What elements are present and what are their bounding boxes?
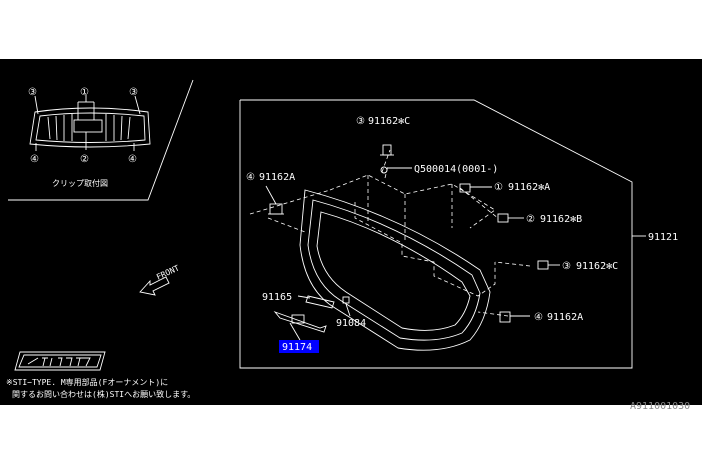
callout-2: ② xyxy=(526,214,535,225)
assembly-frame xyxy=(239,99,633,369)
part-91165: 91165 xyxy=(262,292,292,303)
footnote-line-2: 関するお問い合わせは(株)STIへお願い致します。 xyxy=(12,389,195,399)
part-91162B: 91162✻B xyxy=(540,214,582,225)
part-91162C-top: 91162✻C xyxy=(368,116,410,127)
nut-91084 xyxy=(342,296,351,317)
callout-3-right: ③ xyxy=(562,261,571,272)
grille-body xyxy=(249,149,531,351)
part-91121: 91121 xyxy=(648,232,678,243)
clip-91162C-right xyxy=(537,260,560,270)
clip-91162A-left xyxy=(265,185,284,215)
ornament-91174 xyxy=(273,311,327,341)
part-91162C-right: 91162✻C xyxy=(576,261,618,272)
inset-callout-3-left: ③ xyxy=(28,87,37,98)
front-arrow: FRONT xyxy=(139,263,181,296)
part-91174-highlight xyxy=(279,340,319,353)
callout-1: ① xyxy=(494,182,503,193)
callout-4-left: ④ xyxy=(246,172,255,183)
clip-91162B xyxy=(497,213,524,223)
clip-91162A-right xyxy=(499,311,530,323)
sti-logo xyxy=(14,351,106,371)
part-91174[interactable]: 91174 xyxy=(282,342,312,353)
inset-callout-2: ② xyxy=(80,154,89,165)
inset-caption: クリップ取付図 xyxy=(52,178,108,188)
clip-91162A-star xyxy=(459,183,492,193)
inset-callout-4-right: ④ xyxy=(128,154,137,165)
clip-install-inset: ③ ① ③ ④ ② ④ クリップ取付図 xyxy=(8,79,194,201)
part-91084: 91084 xyxy=(336,318,366,329)
drawing-background xyxy=(0,59,702,405)
part-91162A-star: 91162✻A xyxy=(508,182,550,193)
callout-3-top: ③ xyxy=(356,116,365,127)
footnote-line-1: ※STI−TYPE. M専用部品(Fオーナメント)に xyxy=(6,377,168,387)
inset-callout-3-right: ③ xyxy=(129,87,138,98)
inset-callout-4-left: ④ xyxy=(30,154,39,165)
ornament-bracket-91165 xyxy=(297,295,335,309)
drawing-number: A911001030 xyxy=(630,401,690,412)
inset-callout-1: ① xyxy=(80,87,89,98)
callout-4-right: ④ xyxy=(534,312,543,323)
part-Q500014: Q500014(0001-) xyxy=(414,164,498,175)
part-91162A-left: 91162A xyxy=(259,172,295,183)
screw-Q500014 xyxy=(380,166,412,174)
part-91162A-right: 91162A xyxy=(547,312,583,323)
clip-91162C-top xyxy=(380,144,394,156)
front-label: FRONT xyxy=(155,263,181,281)
